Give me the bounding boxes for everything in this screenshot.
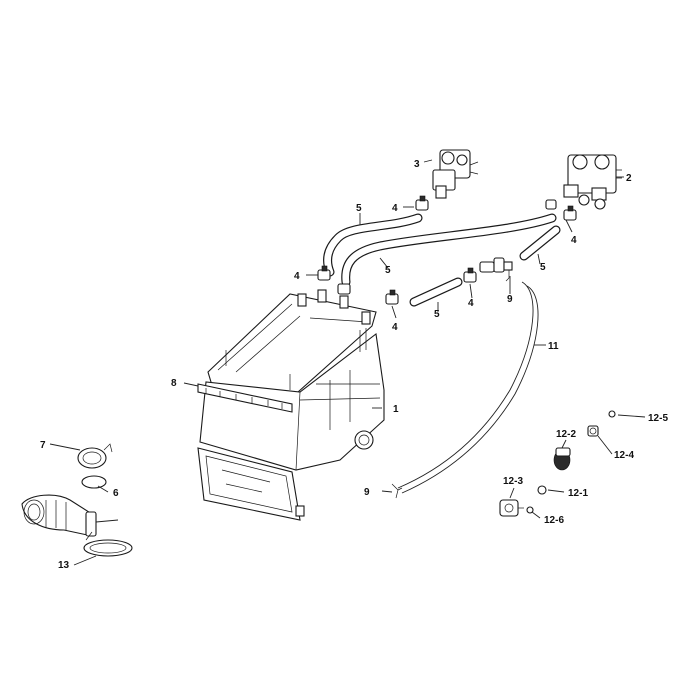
clamp-4-mid [463, 267, 477, 283]
label-12-2: 12-2 [556, 429, 576, 440]
bellows-hose [21, 494, 119, 537]
clamp-4-top [415, 195, 429, 211]
label-12-5: 12-5 [648, 413, 668, 424]
fitting-12-3 [499, 499, 524, 517]
label-4-center: 4 [392, 322, 398, 333]
label-4-left: 4 [294, 271, 300, 282]
clamp-4-center [385, 289, 399, 305]
hose-connector [479, 257, 513, 282]
clamp-6 [81, 443, 113, 489]
rail-8 [197, 383, 293, 413]
label-7: 7 [40, 440, 46, 451]
water-valve-3 [432, 149, 479, 199]
label-4-right: 4 [571, 235, 577, 246]
label-4-top: 4 [392, 203, 398, 214]
ring-7 [77, 447, 107, 469]
clamp-4-right-pair [545, 199, 577, 221]
hose-5-short-right [519, 225, 561, 261]
label-5-center: 5 [434, 309, 440, 320]
fitting-12-2 [553, 447, 571, 471]
hose-clamp-13 [83, 531, 133, 557]
fitting-12-6 [526, 506, 534, 514]
clamp-4-left [317, 265, 351, 295]
clip-9-bottom [391, 483, 403, 499]
fitting-12-4 [587, 425, 599, 437]
label-9-bottom: 9 [364, 487, 370, 498]
callout-labels: 1 2 3 4 4 4 4 4 5 5 5 5 6 7 8 9 9 11 12-… [40, 159, 668, 571]
label-2: 2 [626, 173, 632, 184]
label-12-3: 12-3 [503, 476, 523, 487]
hose-5-upper-left [323, 213, 423, 277]
fitting-12-1 [537, 485, 547, 495]
label-12-4: 12-4 [614, 450, 634, 461]
tube-11 [397, 281, 539, 494]
label-12-6: 12-6 [544, 515, 564, 526]
label-9-top: 9 [507, 294, 513, 305]
label-6: 6 [113, 488, 119, 499]
hose-5-short-center [409, 277, 463, 307]
label-11: 11 [548, 341, 559, 352]
label-12-1: 12-1 [568, 488, 588, 499]
label-5-top: 5 [356, 203, 362, 214]
label-4-mid: 4 [468, 298, 474, 309]
fitting-12-5 [608, 410, 616, 418]
label-3: 3 [414, 159, 420, 170]
label-8: 8 [171, 378, 177, 389]
label-5-right: 5 [540, 262, 546, 273]
leader-lines [49, 159, 646, 566]
label-13: 13 [58, 560, 70, 571]
label-5-long: 5 [385, 265, 391, 276]
hose-5-long [341, 213, 557, 287]
label-1: 1 [393, 404, 399, 415]
water-valve-2 [563, 154, 622, 210]
